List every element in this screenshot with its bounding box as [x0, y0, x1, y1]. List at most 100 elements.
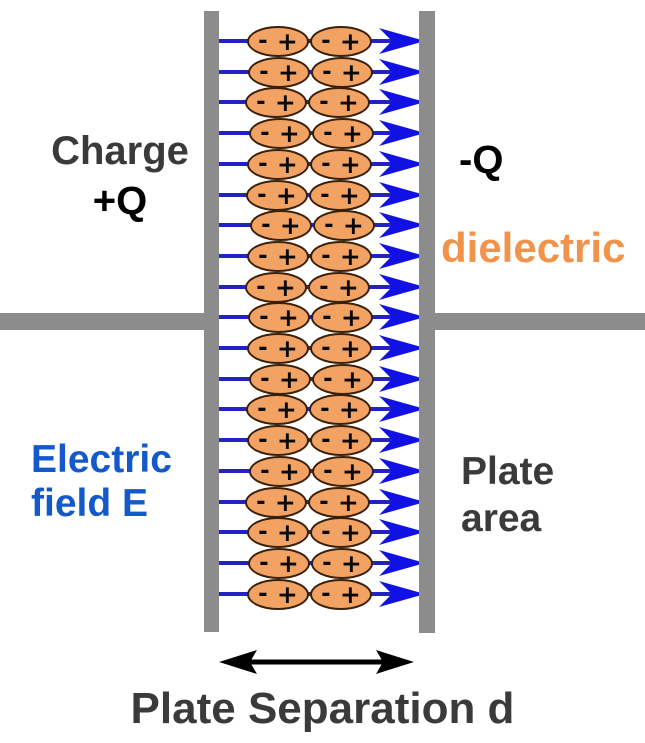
- plus-q-label: +Q: [92, 179, 148, 223]
- minus-sign: -: [260, 458, 270, 484]
- plus-sign: +: [274, 88, 296, 117]
- minus-sign: -: [320, 396, 330, 422]
- minus-sign: -: [260, 120, 270, 146]
- plate-separation-label: Plate Separation d: [130, 684, 515, 733]
- dipole-molecule: -+: [246, 180, 308, 211]
- dipole-molecule: -+: [247, 26, 309, 57]
- minus-sign: -: [323, 458, 333, 484]
- plus-sign: +: [341, 457, 363, 486]
- dipole-molecule: -+: [247, 333, 309, 364]
- minus-sign: -: [319, 489, 329, 515]
- plus-sign: +: [277, 58, 299, 87]
- charge-label-word: Charge: [51, 129, 189, 173]
- minus-sign: -: [321, 335, 331, 361]
- electric-field-label-line2: field E: [31, 482, 149, 525]
- dipole-molecule: -+: [310, 425, 372, 456]
- dipole-molecule: -+: [247, 425, 309, 456]
- plus-sign: +: [338, 181, 360, 210]
- plus-sign: +: [337, 88, 359, 117]
- minus-sign: -: [323, 366, 333, 392]
- minus-sign: -: [258, 151, 268, 177]
- minus-sign: -: [322, 59, 332, 85]
- right-plate: [419, 11, 435, 633]
- plus-sign: +: [337, 488, 359, 517]
- plus-sign: +: [275, 395, 297, 424]
- minus-sign: -: [256, 274, 266, 300]
- dipole-molecule: -+: [247, 517, 309, 548]
- separation-arrow-right-head: [376, 650, 414, 674]
- field-line: [219, 500, 396, 504]
- dipole-molecule: -+: [247, 241, 309, 272]
- separation-arrow-shaft: [245, 659, 388, 665]
- plus-sign: +: [279, 211, 301, 240]
- right-connector-bar: [435, 313, 645, 330]
- minus-sign: -: [256, 489, 266, 515]
- minus-sign: -: [322, 304, 332, 330]
- plus-sign: +: [276, 426, 298, 455]
- plus-sign: +: [278, 457, 300, 486]
- minus-sign: -: [258, 28, 268, 54]
- plus-sign: +: [340, 549, 362, 578]
- dipole-molecule: -+: [245, 272, 307, 303]
- plus-sign: +: [277, 549, 299, 578]
- plus-sign: +: [338, 395, 360, 424]
- plate-area-label-line1: Plate: [461, 450, 555, 493]
- dipole-molecule: -+: [312, 456, 374, 487]
- plus-sign: +: [276, 334, 298, 363]
- minus-sign: -: [324, 212, 334, 238]
- dipole-molecule: -+: [313, 210, 375, 241]
- minus-sign: -: [321, 243, 331, 269]
- plus-sign: +: [340, 58, 362, 87]
- dipole-molecule: -+: [309, 180, 371, 211]
- dipole-molecule: -+: [245, 487, 307, 518]
- dipole-molecule: -+: [309, 394, 371, 425]
- minus-sign: -: [319, 89, 329, 115]
- minus-sign: -: [258, 243, 268, 269]
- minus-sign: -: [258, 581, 268, 607]
- dipole-molecule: -+: [249, 364, 311, 395]
- field-line: [219, 285, 396, 289]
- dipole-molecule: -+: [247, 579, 309, 610]
- plus-sign: +: [340, 303, 362, 332]
- dipole-molecule: -+: [311, 302, 373, 333]
- dipole-molecule: -+: [312, 364, 374, 395]
- minus-sign: -: [256, 89, 266, 115]
- dipole-molecule: -+: [310, 26, 372, 57]
- minus-sign: -: [321, 581, 331, 607]
- plus-sign: +: [276, 27, 298, 56]
- minus-sign: -: [259, 304, 269, 330]
- dielectric-label: dielectric: [441, 224, 626, 271]
- dipole-molecule: -+: [250, 210, 312, 241]
- dipole-molecule: -+: [249, 118, 311, 149]
- plus-sign: +: [278, 119, 300, 148]
- plus-sign: +: [274, 273, 296, 302]
- plus-sign: +: [274, 488, 296, 517]
- minus-sign: -: [323, 120, 333, 146]
- plus-sign: +: [341, 119, 363, 148]
- plus-sign: +: [275, 181, 297, 210]
- minus-sign: -: [259, 550, 269, 576]
- minus-sign: -: [321, 151, 331, 177]
- dipole-molecule: -+: [245, 87, 307, 118]
- minus-q-label: -Q: [459, 138, 504, 182]
- minus-sign: -: [261, 212, 271, 238]
- dipole-molecule: -+: [308, 87, 370, 118]
- minus-sign: -: [258, 519, 268, 545]
- separation-arrow-left-head: [219, 650, 257, 674]
- plate-separation-arrow-icon: [219, 650, 414, 674]
- dipole-molecule: -+: [247, 149, 309, 180]
- plus-sign: +: [276, 150, 298, 179]
- plus-sign: +: [276, 580, 298, 609]
- plus-sign: +: [339, 334, 361, 363]
- plate-area-label-line2: area: [461, 497, 542, 540]
- minus-sign: -: [322, 550, 332, 576]
- dipole-molecule: -+: [311, 57, 373, 88]
- dipole-molecule: -+: [248, 57, 310, 88]
- electric-field-label: Electric field E: [31, 438, 172, 526]
- plus-sign: +: [339, 580, 361, 609]
- plus-sign: +: [278, 365, 300, 394]
- minus-sign: -: [321, 519, 331, 545]
- minus-sign: -: [320, 182, 330, 208]
- plus-sign: +: [277, 303, 299, 332]
